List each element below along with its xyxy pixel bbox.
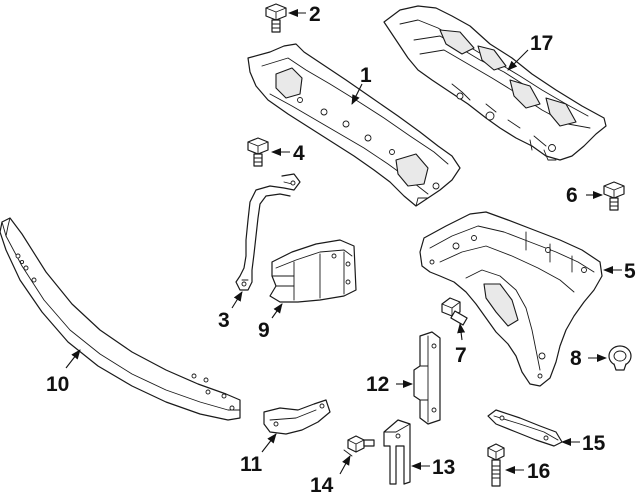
part-10-bumper-beam[interactable] — [0, 217, 241, 421]
callout-3: 3 — [218, 309, 230, 332]
part-14-nut[interactable] — [343, 435, 375, 457]
leader-9 — [271, 303, 283, 319]
leader-lines — [65, 9, 622, 475]
part-4-bolt[interactable] — [247, 137, 269, 167]
callout-9: 9 — [258, 319, 270, 342]
callout-4: 4 — [293, 142, 305, 165]
callout-15: 15 — [582, 432, 606, 455]
callout-5: 5 — [624, 260, 636, 283]
part-8-grommet[interactable] — [608, 345, 632, 371]
leader-11 — [261, 433, 277, 453]
callout-6: 6 — [566, 184, 578, 207]
part-5-apron-panel[interactable] — [419, 211, 603, 387]
leader-1 — [351, 83, 363, 105]
part-12-bracket[interactable] — [413, 331, 441, 425]
callout-16: 16 — [527, 460, 550, 483]
leader-14 — [339, 455, 351, 475]
part-1-upper-tie-bar[interactable] — [247, 43, 461, 207]
part-11-bracket[interactable] — [263, 399, 331, 435]
callout-10: 10 — [46, 373, 69, 396]
leader-7 — [457, 323, 466, 341]
part-2-bolt[interactable] — [265, 3, 287, 33]
callout-12: 12 — [366, 373, 389, 396]
callout-7: 7 — [455, 344, 467, 367]
leader-17 — [507, 49, 529, 71]
callout-17: 17 — [530, 32, 553, 55]
leader-3 — [231, 291, 243, 309]
part-6-bolt[interactable] — [603, 181, 625, 211]
callout-11: 11 — [240, 453, 263, 476]
leader-10 — [65, 349, 81, 369]
callout-1: 1 — [360, 64, 372, 87]
part-9-bracket[interactable] — [269, 239, 357, 303]
part-13-u-bracket[interactable] — [383, 419, 411, 485]
callout-14: 14 — [310, 474, 334, 497]
part-17-cowl-panel[interactable] — [383, 5, 607, 161]
part-15-bracket-strip[interactable] — [487, 409, 563, 447]
part-7-bolt[interactable] — [441, 297, 468, 326]
part-3-support-rod[interactable] — [235, 173, 301, 291]
callouts: 1 2 3 4 5 6 7 8 9 10 11 12 13 14 15 16 1… — [46, 3, 636, 497]
callout-2: 2 — [309, 3, 321, 26]
callout-13: 13 — [432, 456, 455, 479]
callout-8: 8 — [570, 347, 582, 370]
part-16-long-bolt[interactable] — [487, 443, 505, 487]
